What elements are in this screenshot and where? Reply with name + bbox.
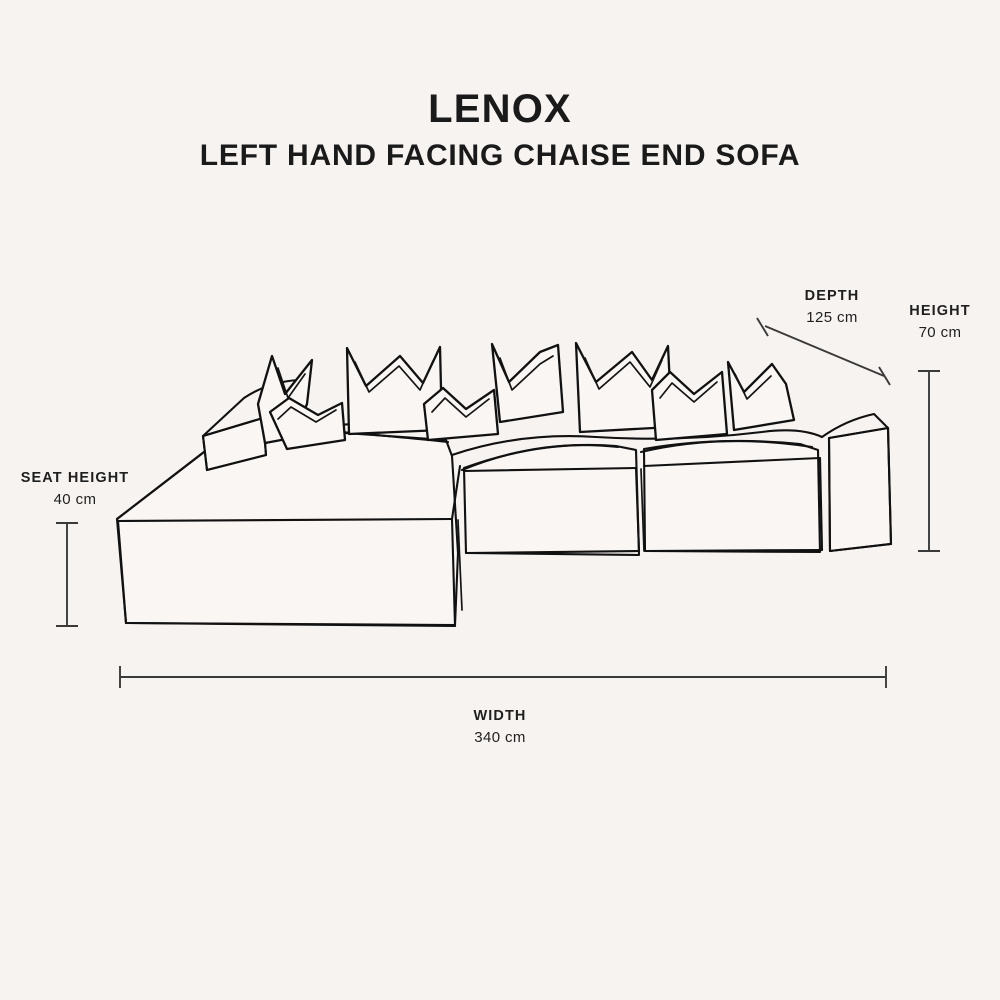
chaise-right-side-panel (450, 464, 462, 521)
right-seat-bottom-edge (643, 548, 824, 553)
right-arm-left-edge (827, 436, 832, 553)
scatter-cushion-4-inner (431, 397, 490, 418)
depth-dimension-line (764, 325, 885, 377)
height-label-value: 70 cm (918, 324, 962, 342)
chaise-right-vertical-edge (450, 517, 457, 628)
width-label-value: 340 cm (474, 729, 526, 747)
left-arm-left-edge (201, 434, 209, 472)
right-seat-module-body (642, 439, 822, 554)
scatter-cushion-8 (726, 360, 796, 432)
seat-height-label-name: SEAT HEIGHT (20, 470, 130, 486)
scatter-cushion-4 (422, 386, 500, 442)
scatter-cushion-2 (268, 396, 347, 451)
scatter-cushion-2-inner (277, 406, 337, 423)
title-block: LENOX LEFT HAND FACING CHAISE END SOFA (0, 88, 1000, 172)
depth-tick-start (756, 317, 769, 337)
middle-seat-module-body (462, 443, 641, 557)
right-seat-right-edge (818, 456, 824, 552)
middle-seat-bottom-edge (464, 549, 641, 555)
height-label-name: HEIGHT (909, 303, 971, 319)
right-arm-bottom-edge (828, 542, 893, 553)
scatter-cushion-7-inner (659, 381, 718, 403)
depth-label-name: DEPTH (804, 288, 860, 304)
right-seat-front-edge (642, 456, 822, 468)
left-arm-top-edge (201, 416, 265, 438)
depth-tick-end (878, 366, 891, 386)
scatter-cushion-5-inner (499, 355, 554, 391)
depth-label: DEPTH 125 cm (752, 286, 912, 329)
left-arm-bottom-edge (205, 453, 268, 472)
middle-seat-right-seam-inner (640, 468, 645, 552)
right-arm-block (827, 426, 893, 553)
page-title: LENOX (428, 87, 572, 131)
chaise-bottom-edge (124, 621, 457, 628)
width-label-name: WIDTH (473, 708, 527, 724)
width-label: WIDTH 340 cm (385, 706, 615, 749)
right-seat-top-edge (639, 440, 814, 454)
chaise-left-vertical-edge (116, 519, 128, 625)
backrest-top-band (450, 429, 824, 457)
height-label: HEIGHT 70 cm (870, 301, 1000, 344)
depth-label-value: 125 cm (806, 309, 858, 327)
scatter-cushion-6-inner (584, 357, 663, 390)
right-arm-top-edge (827, 426, 890, 440)
middle-seat-right-seam (634, 466, 641, 553)
scatter-cushion-3-inner (354, 360, 434, 393)
chaise-module-body (115, 430, 460, 627)
middle-seat-top-edge (460, 443, 620, 472)
page-subtitle: LEFT HAND FACING CHAISE END SOFA (199, 139, 801, 172)
seat-height-label: SEAT HEIGHT 40 cm (0, 468, 150, 511)
right-arm-right-edge (886, 426, 893, 546)
seat-height-label-value: 40 cm (53, 491, 97, 509)
chaise-front-top-edge (116, 517, 454, 523)
chaise-right-inner-edge (457, 519, 463, 611)
middle-seat-front-edge (462, 466, 638, 473)
scatter-cushion-8-inner (734, 373, 772, 400)
right-arm-back-top-sliver (820, 412, 890, 439)
